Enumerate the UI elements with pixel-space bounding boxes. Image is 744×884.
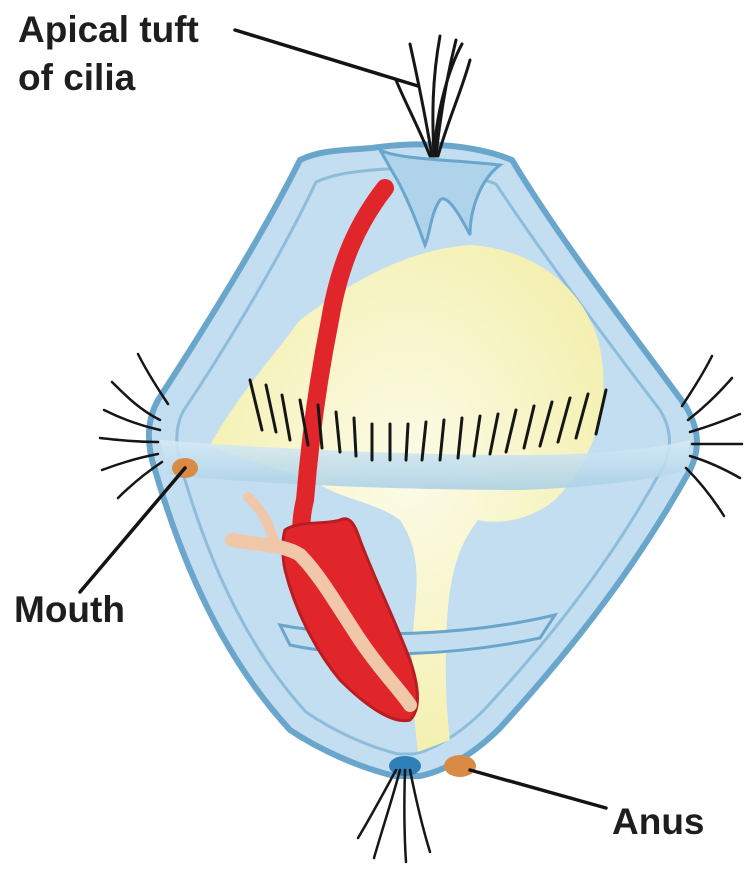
anus-label: Anus bbox=[612, 800, 705, 844]
anal-cilia bbox=[358, 770, 430, 862]
anus-opening bbox=[444, 755, 476, 777]
apical-tuft-label-line1: Apical tuft bbox=[18, 8, 199, 52]
mouth-label: Mouth bbox=[14, 588, 125, 632]
anus-leader bbox=[470, 770, 606, 808]
mouth-leader bbox=[80, 468, 185, 592]
apical-tuft-label-line2: of cilia bbox=[18, 56, 135, 100]
apical-leader bbox=[235, 30, 418, 86]
apical-tuft bbox=[396, 36, 470, 156]
